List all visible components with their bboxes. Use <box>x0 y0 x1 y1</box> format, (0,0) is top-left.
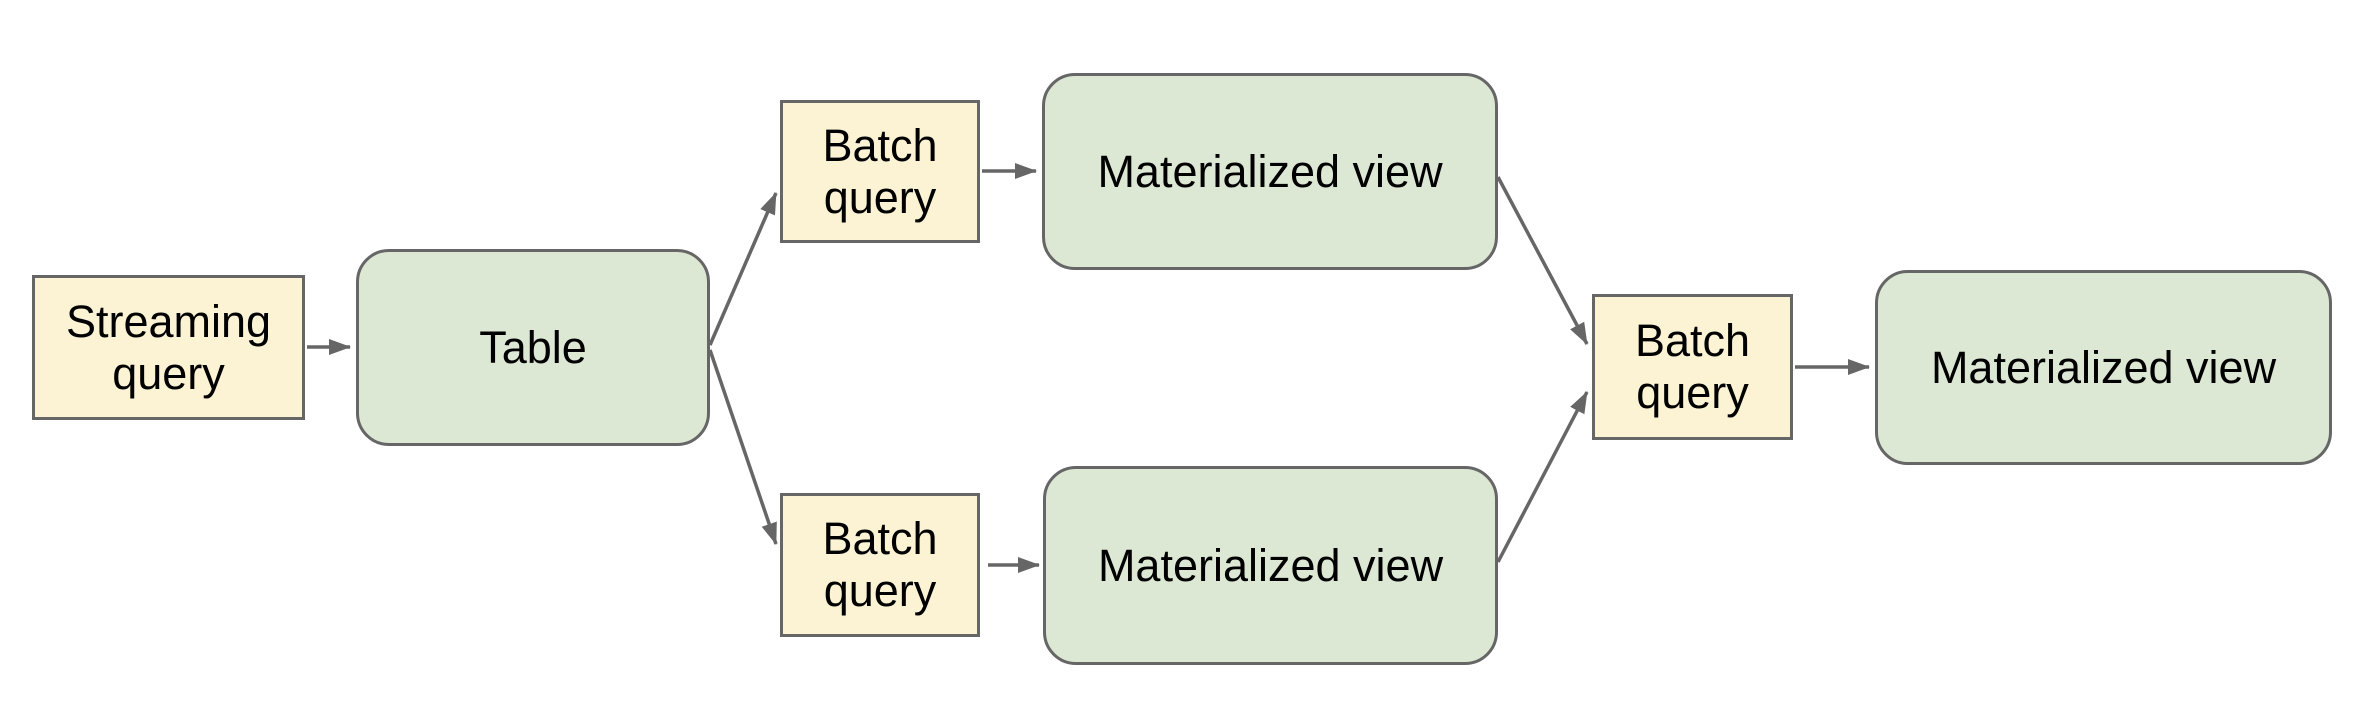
node-batch-query-top-label: Batch query <box>822 119 938 223</box>
edge-materialized-view-bottom-to-batch-query-final <box>1496 391 1589 563</box>
node-batch-query-final: Batch query <box>1592 294 1793 440</box>
edge-materialized-view-top-to-batch-query-final <box>1496 176 1589 345</box>
node-batch-query-final-label: Batch query <box>1634 315 1751 418</box>
node-batch-query-bottom-label: Batch query <box>822 513 938 616</box>
node-materialized-view-bottom-label: Materialized view <box>1097 539 1444 591</box>
node-table-label: Table <box>479 321 587 373</box>
node-batch-query-bottom: Batch query <box>780 493 980 637</box>
edge-table-to-batch-query-bottom <box>708 349 778 545</box>
node-materialized-view-final: Materialized view <box>1875 270 2332 465</box>
node-batch-query-top: Batch query <box>780 100 980 243</box>
node-table: Table <box>356 249 710 446</box>
node-streaming-query: Streaming query <box>32 275 305 420</box>
node-materialized-view-bottom: Materialized view <box>1043 466 1498 665</box>
node-materialized-view-top: Materialized view <box>1042 73 1498 270</box>
node-materialized-view-final-label: Materialized view <box>1930 341 2277 393</box>
node-streaming-query-label: Streaming query <box>65 295 272 399</box>
node-materialized-view-top-label: Materialized view <box>1097 145 1443 197</box>
edge-table-to-batch-query-top <box>708 192 778 346</box>
